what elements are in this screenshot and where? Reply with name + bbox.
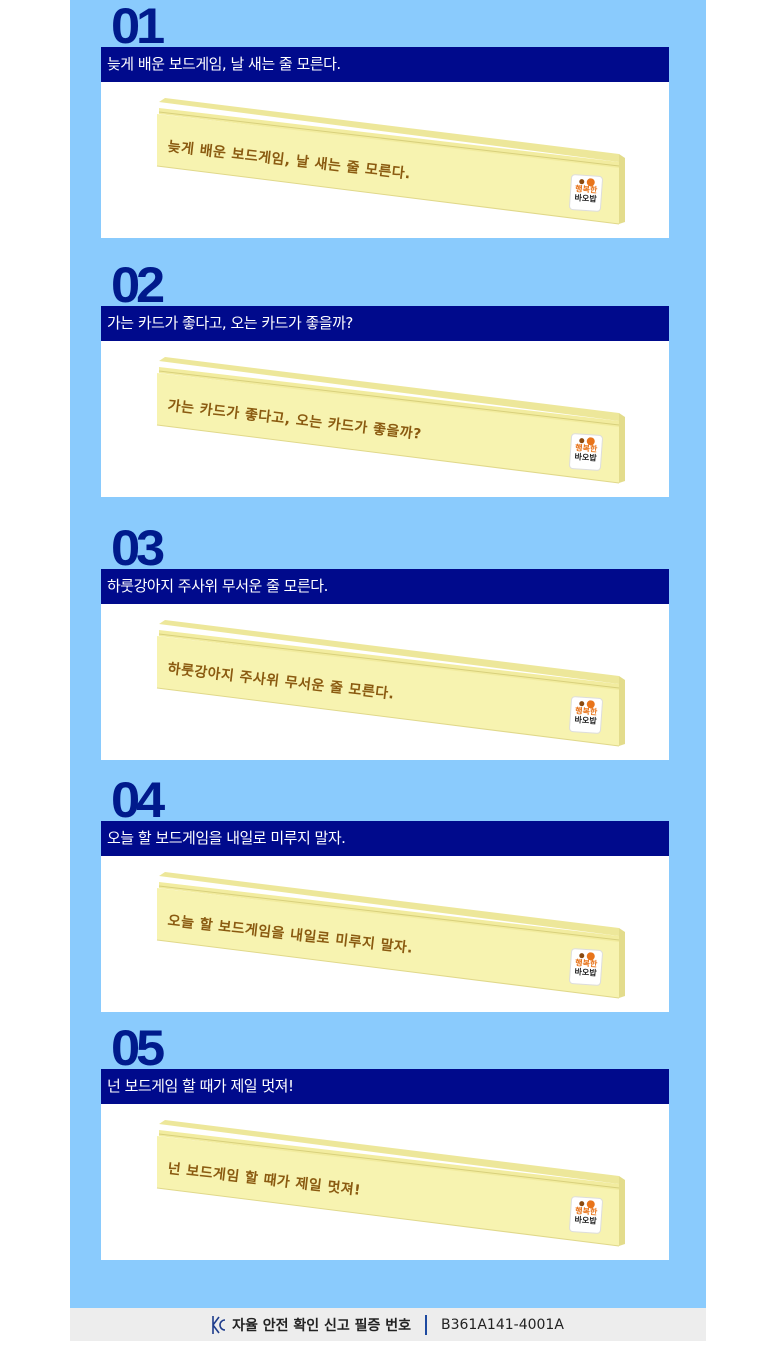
card-holder-stick xyxy=(156,1120,625,1247)
product-image: 가는 카드가 좋다고, 오는 카드가 좋을까? 행복한 바오밥 xyxy=(101,341,669,497)
card-holder-stick xyxy=(156,872,625,999)
section-number: 03 xyxy=(111,520,165,576)
baobab-logo: 행복한 바오밥 xyxy=(568,173,604,213)
certification-label: 자율 안전 확인 신고 필증 번호 xyxy=(232,1317,412,1334)
section-title: 늦게 배운 보드게임, 날 새는 줄 모른다. xyxy=(101,47,669,82)
logo-line2: 바오밥 xyxy=(574,452,597,463)
logo-mark-icon xyxy=(579,952,595,961)
section-title: 넌 보드게임 할 때가 제일 멋져! xyxy=(101,1069,669,1104)
slogan-section: 05 넌 보드게임 할 때가 제일 멋져! 넌 보드게임 할 때가 제일 멋져!… xyxy=(101,1020,669,1265)
card-holder-stick xyxy=(156,620,625,747)
slogan-section: 03 하룻강아지 주사위 무서운 줄 모른다. 하룻강아지 주사위 무서운 줄 … xyxy=(101,520,669,765)
baobab-logo: 행복한 바오밥 xyxy=(568,432,604,472)
product-image: 하룻강아지 주사위 무서운 줄 모른다. 행복한 바오밥 xyxy=(101,604,669,760)
section-title: 오늘 할 보드게임을 내일로 미루지 말자. xyxy=(101,821,669,856)
logo-mark-icon xyxy=(579,178,595,187)
section-title: 하룻강아지 주사위 무서운 줄 모른다. xyxy=(101,569,669,604)
slogan-section: 04 오늘 할 보드게임을 내일로 미루지 말자. 오늘 할 보드게임을 내일로… xyxy=(101,772,669,1017)
product-image: 오늘 할 보드게임을 내일로 미루지 말자. 행복한 바오밥 xyxy=(101,856,669,1012)
logo-mark-icon xyxy=(579,437,595,446)
slogan-section: 02 가는 카드가 좋다고, 오는 카드가 좋을까? 가는 카드가 좋다고, 오… xyxy=(101,257,669,502)
section-number: 02 xyxy=(111,257,165,313)
card-holder-stick xyxy=(156,357,625,484)
section-number: 04 xyxy=(111,772,165,828)
baobab-logo: 행복한 바오밥 xyxy=(568,695,604,735)
logo-mark-icon xyxy=(579,700,595,709)
product-image: 넌 보드게임 할 때가 제일 멋져! 행복한 바오밥 xyxy=(101,1104,669,1260)
certification-number: B361A141-4001A xyxy=(441,1316,564,1333)
section-title: 가는 카드가 좋다고, 오는 카드가 좋을까? xyxy=(101,306,669,341)
product-image: 늦게 배운 보드게임, 날 새는 줄 모른다. 행복한 바오밥 xyxy=(101,82,669,238)
logo-line2: 바오밥 xyxy=(574,193,597,204)
safety-certification-footer: 자율 안전 확인 신고 필증 번호 B361A141-4001A xyxy=(70,1308,706,1341)
logo-line2: 바오밥 xyxy=(574,1215,597,1226)
divider xyxy=(425,1314,428,1335)
card-holder-stick xyxy=(156,98,625,225)
section-number: 01 xyxy=(111,0,165,54)
slogan-section: 01 늦게 배운 보드게임, 날 새는 줄 모른다. 늦게 배운 보드게임, 날… xyxy=(101,0,669,243)
section-number: 05 xyxy=(111,1020,165,1076)
kc-mark-icon xyxy=(212,1315,226,1334)
baobab-logo: 행복한 바오밥 xyxy=(568,1195,604,1235)
logo-line2: 바오밥 xyxy=(574,967,597,978)
logo-mark-icon xyxy=(579,1200,595,1209)
logo-line2: 바오밥 xyxy=(574,715,597,726)
baobab-logo: 행복한 바오밥 xyxy=(568,947,604,987)
